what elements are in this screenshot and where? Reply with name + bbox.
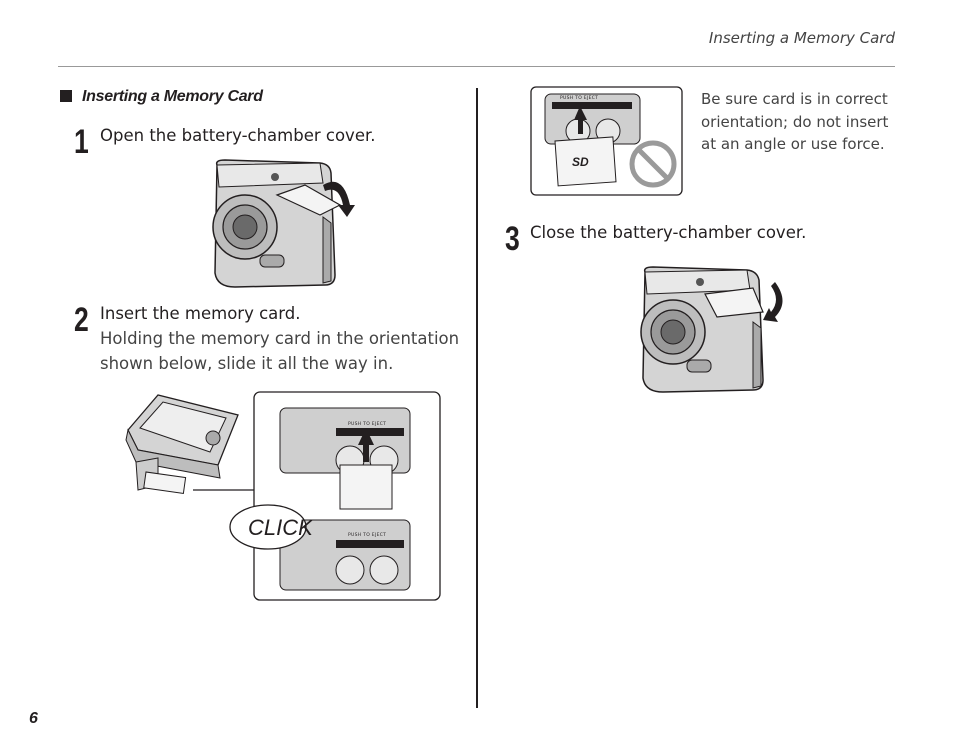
note-line-2: orientation; do not insert	[701, 112, 889, 131]
step-3-text: Close the battery-chamber cover.	[530, 223, 807, 242]
page-number: 6	[29, 710, 38, 727]
open-arrow-icon	[323, 181, 355, 217]
column-divider	[476, 88, 478, 708]
step-2-instruction-line-1: Holding the memory card in the orientati…	[100, 329, 460, 348]
running-head: Inserting a Memory Card	[708, 29, 895, 47]
camera-close-cover-illustration	[640, 266, 783, 393]
sd-card-logo: SD	[572, 155, 589, 169]
step-2-instruction-line-2: shown below, slide it all the way in.	[100, 354, 394, 373]
insert-arrow-icon	[358, 428, 374, 462]
push-to-eject-label-wrong: PUSH TO EJECT	[560, 95, 598, 101]
no-entry-icon	[629, 140, 677, 188]
square-bullet-icon	[60, 90, 72, 102]
orientation-note: Be sure card is in correct orientation; …	[701, 88, 901, 156]
section-heading: Inserting a Memory Card	[60, 88, 263, 106]
slot-detail-bottom: PUSH TO EJECT	[279, 519, 411, 591]
note-line-3: at an angle or use force.	[701, 135, 885, 153]
step-3-number: 3	[505, 220, 520, 258]
note-line-1: Be sure card is in correct	[701, 90, 888, 108]
push-to-eject-label-bottom: PUSH TO EJECT	[348, 532, 386, 538]
slot-detail-top: PUSH TO EJECT	[279, 407, 411, 510]
wrong-orientation-illustration: PUSH TO EJECT SD	[530, 86, 683, 196]
header-rule	[58, 66, 895, 67]
camera-open-cover-illustration	[212, 159, 355, 288]
push-to-eject-label-top: PUSH TO EJECT	[348, 421, 386, 427]
section-title: Inserting a Memory Card	[82, 88, 263, 105]
step-2-text: Insert the memory card.	[100, 304, 301, 323]
click-callout: CLICK	[248, 515, 314, 540]
camera-insert-card-illustration: PUSH TO EJECT PUSH TO EJECT CLICK	[125, 391, 441, 601]
step-1-text: Open the battery-chamber cover.	[100, 126, 376, 145]
close-arrow-icon	[763, 282, 783, 322]
step-1-number: 1	[74, 123, 89, 161]
step-2-number: 2	[74, 301, 89, 339]
